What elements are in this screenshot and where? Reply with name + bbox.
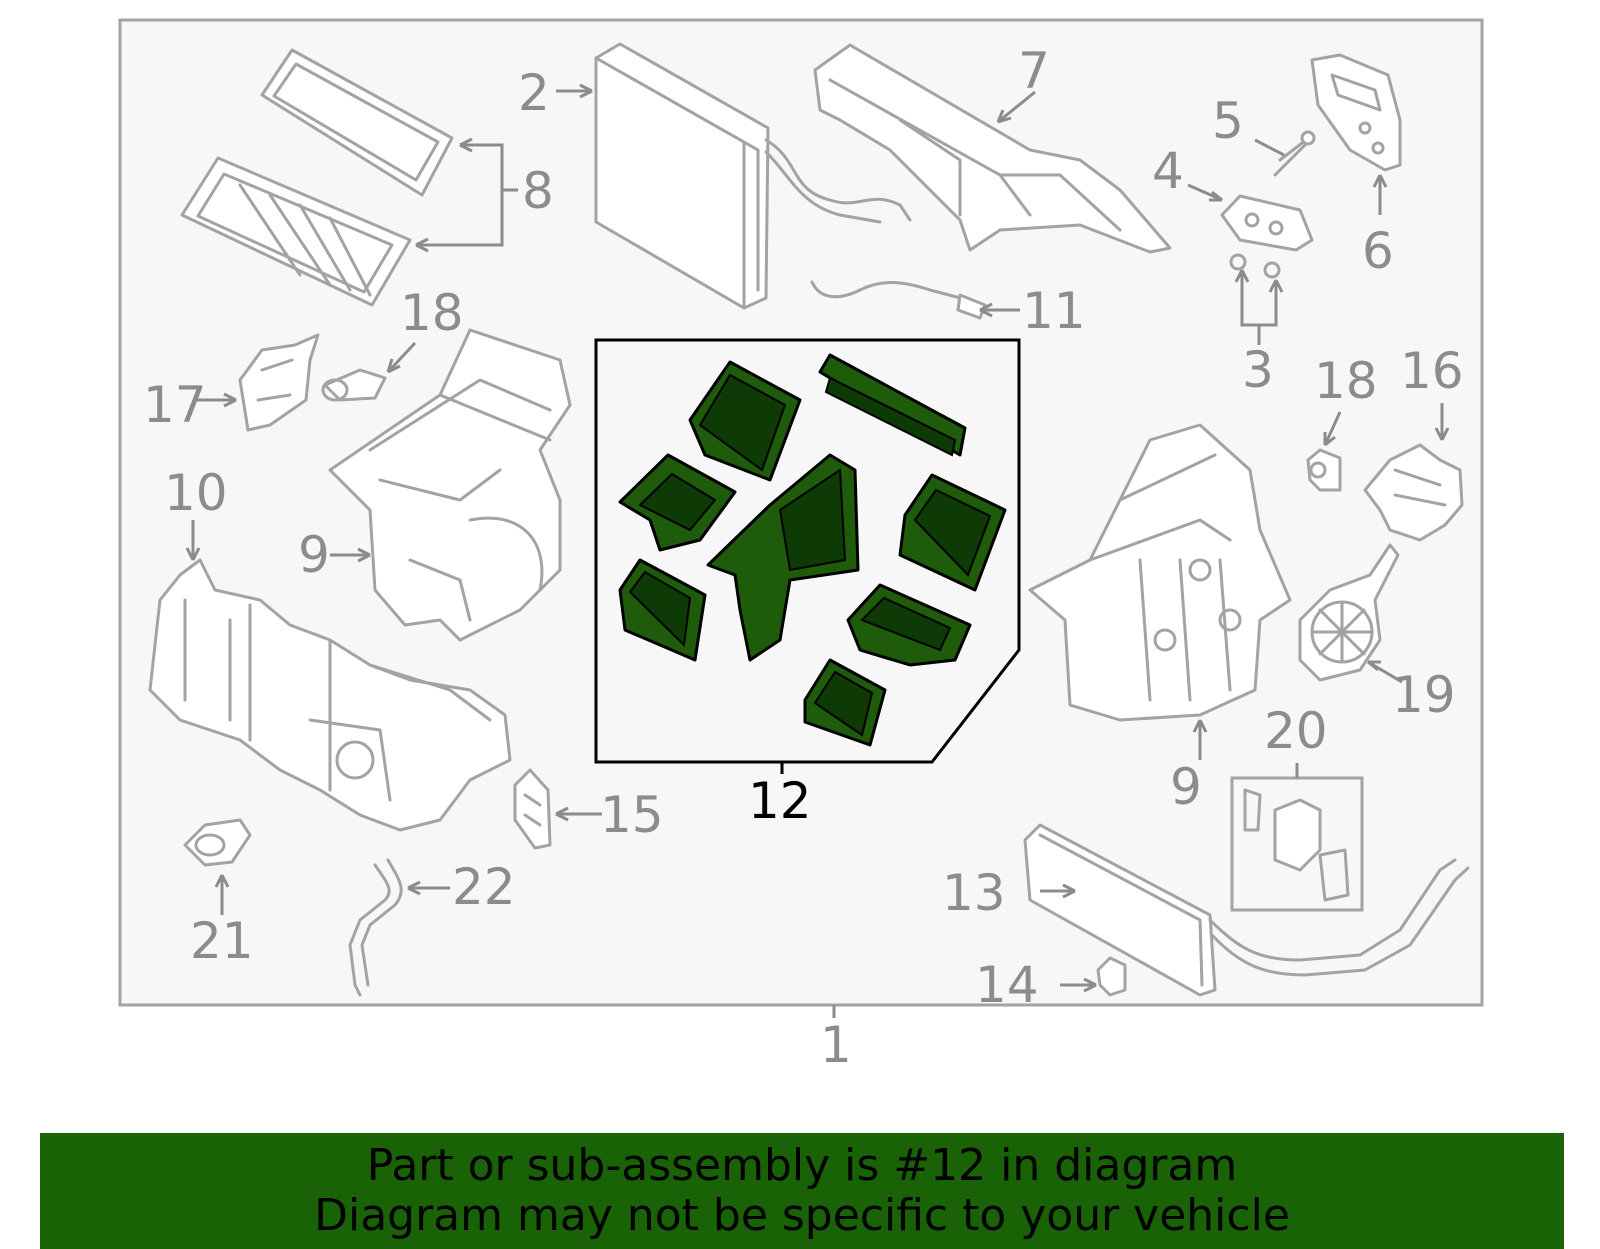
banner-line-2: Diagram may not be specific to your vehi…	[314, 1190, 1290, 1241]
part-2-evaporator[interactable]	[594, 42, 912, 310]
callout-20: 20	[1264, 702, 1328, 760]
part-9-case-right[interactable]	[1028, 423, 1292, 722]
part-9-case-left[interactable]	[328, 328, 572, 642]
part-3-clips[interactable]	[1229, 253, 1281, 279]
callout-14: 14	[975, 956, 1039, 1014]
callout-18-left: 18	[400, 284, 464, 342]
part-17-actuator[interactable]	[238, 333, 320, 432]
callout-18-right: 18	[1314, 352, 1378, 410]
callout-15: 15	[600, 786, 664, 844]
part-12-box[interactable]	[594, 338, 1021, 764]
callout-5: 5	[1212, 92, 1244, 150]
callout-8: 8	[522, 162, 554, 220]
parts-diagram: 1 2 3 4 5 6 7 8 9 9 10 11 12 13 14 15 16…	[118, 18, 1484, 1074]
callout-9-right: 9	[1170, 758, 1202, 816]
part-6-bracket[interactable]	[1310, 53, 1402, 172]
part-15-bracket[interactable]	[513, 768, 552, 850]
part-19-blower-motor[interactable]	[1298, 543, 1400, 682]
callout-17: 17	[143, 376, 207, 434]
callout-19: 19	[1392, 666, 1456, 724]
callout-7: 7	[1018, 42, 1050, 100]
part-14-clip[interactable]	[1096, 956, 1127, 997]
callout-21: 21	[190, 912, 254, 970]
part-16-actuator[interactable]	[1363, 443, 1464, 542]
callout-6: 6	[1362, 222, 1394, 280]
part-22-drain-hose[interactable]	[348, 858, 403, 997]
part-18-motor-right[interactable]	[1306, 448, 1342, 492]
callout-3: 3	[1242, 341, 1274, 399]
callout-12: 12	[748, 772, 812, 830]
part-21-grommet[interactable]	[183, 818, 252, 867]
part-10-housing[interactable]	[148, 558, 512, 832]
part-18-motor-left[interactable]	[321, 368, 387, 402]
callout-10: 10	[164, 464, 228, 522]
callout-2: 2	[518, 64, 550, 122]
callout-16: 16	[1400, 342, 1464, 400]
part-5-bolt[interactable]	[1273, 130, 1316, 177]
callout-11: 11	[1022, 282, 1086, 340]
callout-22: 22	[452, 858, 516, 916]
part-20-kit[interactable]	[1230, 776, 1364, 912]
part-11-sensor[interactable]	[810, 280, 987, 320]
banner-line-1: Part or sub-assembly is #12 in diagram	[366, 1140, 1238, 1191]
callout-9-left: 9	[298, 526, 330, 584]
callout-13: 13	[942, 864, 1006, 922]
part-8-cabin-filters[interactable]	[180, 48, 454, 307]
part-4-actuator[interactable]	[1220, 194, 1314, 252]
part-13-heater-core[interactable]	[1023, 823, 1470, 997]
callout-1: 1	[820, 1016, 852, 1074]
part-7-duct[interactable]	[813, 43, 1172, 254]
callout-4: 4	[1152, 142, 1184, 200]
part-info-banner: Part or sub-assembly is #12 in diagram D…	[40, 1133, 1564, 1249]
